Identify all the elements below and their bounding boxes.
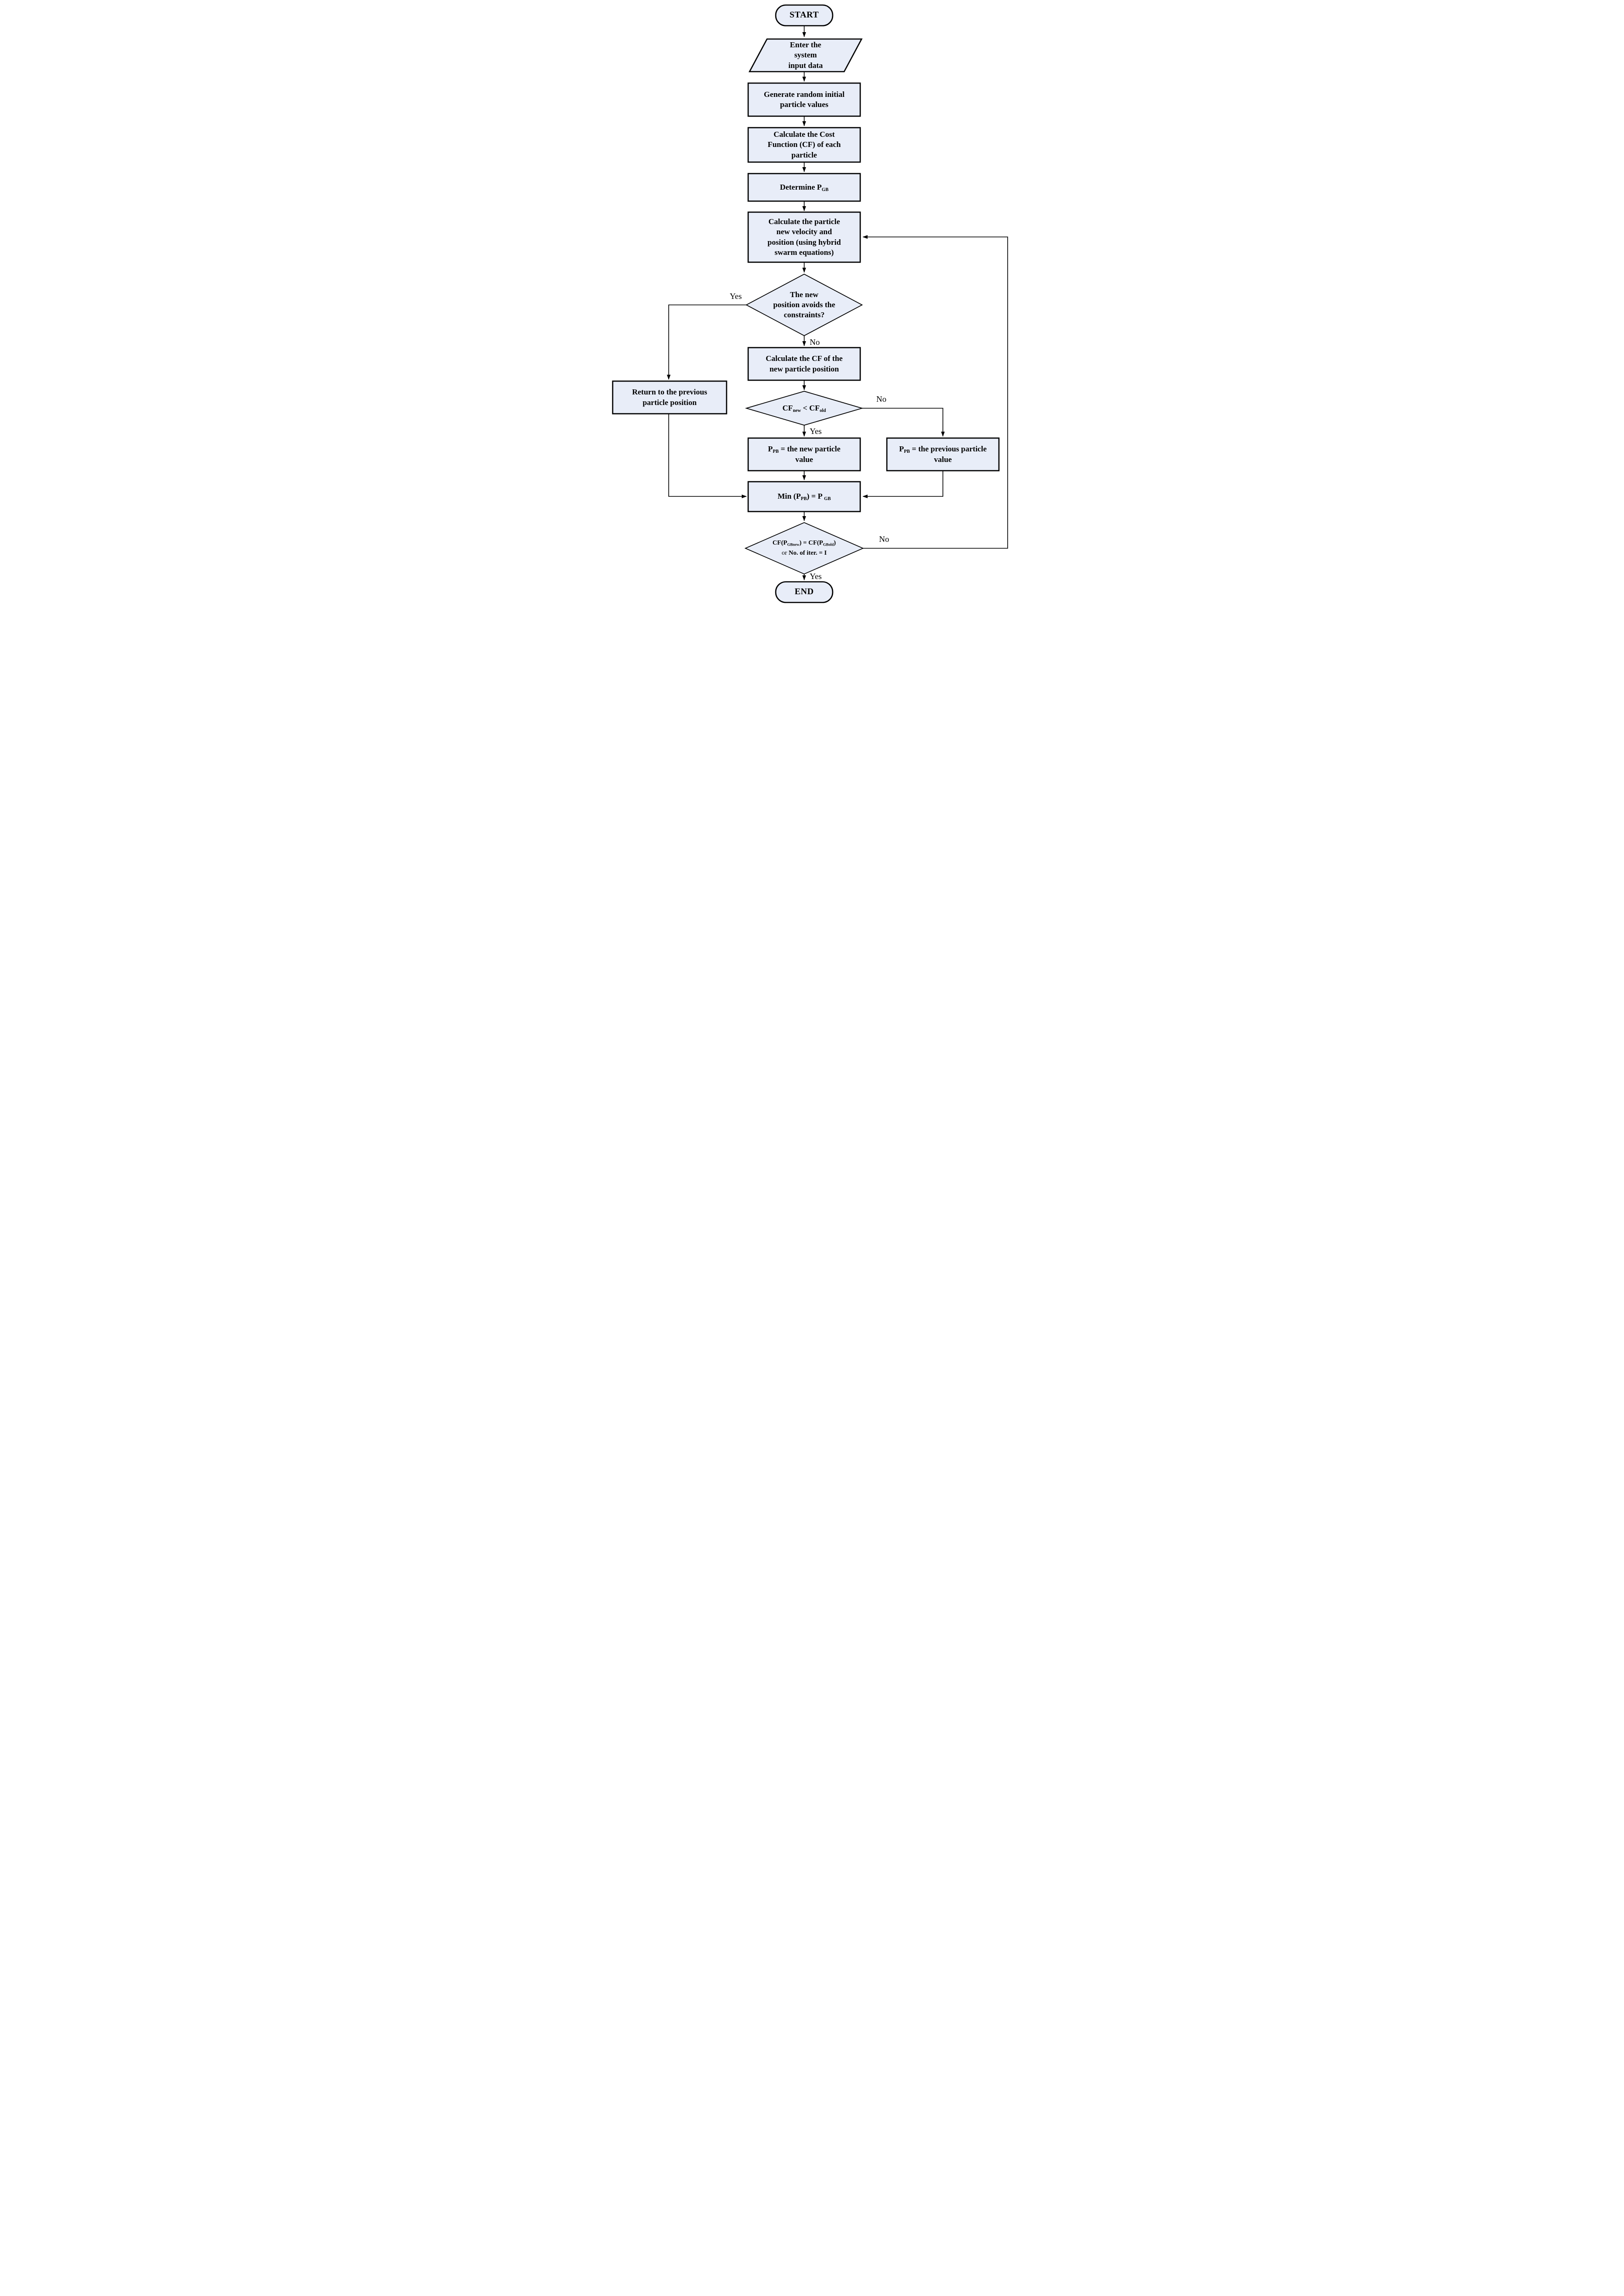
velocity-box-shape (747, 211, 861, 263)
calccf-box-shape (747, 347, 861, 381)
ppbprev-box-shape (886, 437, 1000, 472)
connector-stop-no-loop (863, 235, 1008, 549)
generate-box-shape (747, 82, 861, 117)
costfn-box-shape (747, 127, 861, 163)
connector-group (667, 26, 1008, 580)
min-box-shape (747, 481, 861, 512)
determine-box-shape (747, 173, 861, 202)
connector-ppbprev-to-min (863, 471, 943, 498)
end-terminator-shape (775, 581, 834, 603)
connector-return-to-min (668, 414, 747, 498)
connector-constraints-yes (667, 304, 746, 380)
start-terminator-shape (775, 4, 834, 27)
return-box-shape (612, 380, 727, 415)
flowchart-shapes-layer (612, 4, 1008, 603)
connector-cf-no (862, 408, 945, 437)
input-parallelogram-shape (748, 38, 863, 73)
node-shape-group (612, 4, 1000, 603)
ppbnew-box-shape (747, 437, 861, 472)
cf-diamond-shape (744, 391, 864, 426)
stop-diamond-shape (744, 522, 864, 574)
constraints-diamond-shape (745, 274, 863, 336)
